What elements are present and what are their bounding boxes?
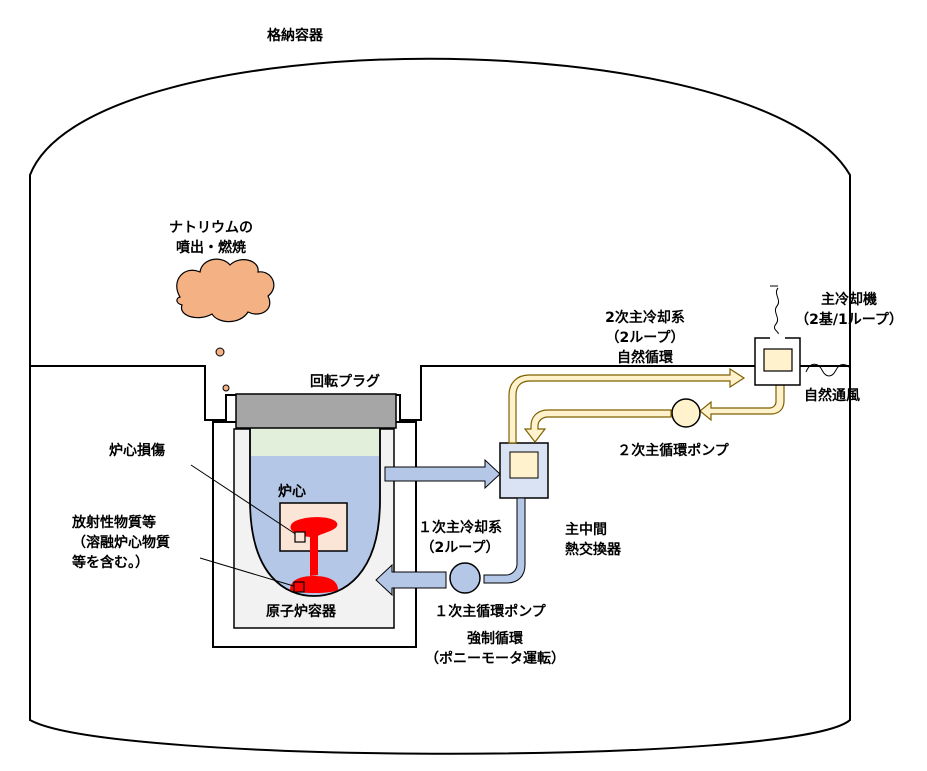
pipe-ihx-to-primary-pump [483, 497, 526, 584]
natural-draft-label: 自然通風 [804, 388, 860, 404]
containment-label: 格納容器 [267, 28, 323, 44]
primary-pump[interactable] [449, 562, 481, 594]
secondary-system-label: 2次主冷却系 （2ループ） 自然循環 [605, 310, 685, 366]
forced-circulation-label: 強制循環 （ポニーモータ運転） [425, 631, 565, 667]
exhaust-air-icon [773, 287, 780, 335]
marker-core-damage [294, 531, 306, 543]
sodium-droplet [222, 384, 230, 392]
natural-draft-icon [805, 363, 851, 377]
sodium-release-label: ナトリウムの 噴出・燃焼 [169, 220, 253, 256]
sodium-droplet [215, 347, 225, 357]
leader-core-damage [190, 464, 301, 538]
pipe-cooler-to-secondary-pump [699, 383, 785, 422]
pipe-secondary-hot-leg [508, 367, 746, 444]
cover-gas [251, 428, 379, 456]
primary-system-label: １次主冷却系 （2ループ） [418, 520, 502, 556]
reactor-vessel-label: 原子炉容器 [266, 604, 336, 620]
rotating-plug-label: 回転プラグ [310, 374, 380, 390]
pipe-vessel-to-ihx [384, 458, 501, 490]
radioactive-material-label: 放射性物質等 （溶融炉心物質 等を含む。） [72, 515, 170, 571]
marker-radioactive [293, 581, 305, 593]
pipe-primary-pump-to-vessel [375, 563, 447, 597]
core-label: 炉心 [278, 484, 306, 500]
ihx-tube-bundle [509, 451, 539, 479]
leader-radioactive [199, 557, 298, 588]
pipe-secondary-pump-to-ihx [523, 409, 672, 443]
air-cooler-label: 主冷却機 （2基/1ループ） [795, 292, 903, 328]
air-cooler-coil [763, 348, 793, 372]
secondary-pump-label: ２次主循環ポンプ [617, 443, 729, 459]
rotating-plug [235, 393, 397, 429]
sodium-fire-cloud [176, 258, 275, 323]
core-damage-label: 炉心損傷 [109, 443, 165, 459]
ihx-label: 主中間 熱交換器 [565, 522, 621, 558]
secondary-pump[interactable] [671, 398, 701, 428]
primary-pump-label: １次主循環ポンプ [434, 604, 546, 620]
